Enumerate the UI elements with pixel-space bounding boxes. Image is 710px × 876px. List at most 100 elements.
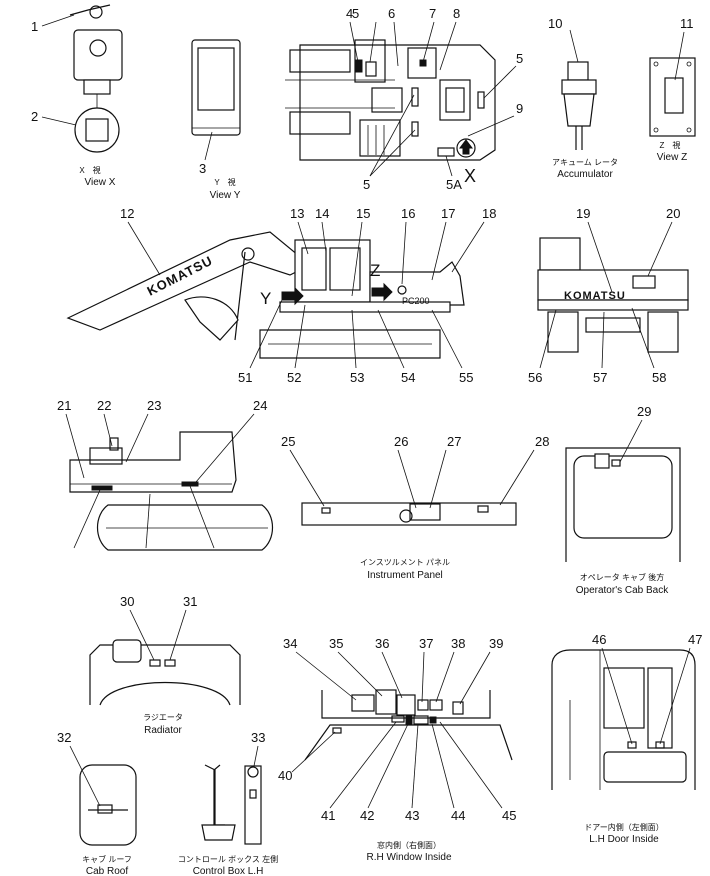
callout-41: 41 [321,721,397,823]
callout-5-right: 5 [483,51,523,99]
callout-24: 24 [195,398,267,483]
excavator-side-view [66,231,465,359]
callout-5a: 5A [445,155,462,192]
view-letter-x: X [464,166,476,186]
svg-text:40: 40 [278,768,292,783]
callout-6: 6 [388,6,399,67]
control-box-caption: Control Box L.H [193,866,264,876]
svg-text:35: 35 [329,636,343,651]
svg-text:1: 1 [31,19,38,34]
view-y-drawing [191,39,241,136]
cab-roof-caption: Cab Roof [86,866,128,876]
callout-36: 36 [375,636,403,699]
cab-back-caption-jp: オペレータ キャブ 後方 [580,572,664,582]
callout-57 [145,493,151,549]
callout-25: 25 [281,434,325,507]
svg-text:8: 8 [453,6,460,21]
svg-text:15: 15 [356,206,370,221]
callout-47: 47 [659,632,702,745]
svg-text:33: 33 [251,730,265,745]
svg-text:57: 57 [593,370,607,385]
callout-37: 37 [419,636,433,703]
view-x-caption: View X [85,177,116,188]
accumulator-drawing [561,61,597,150]
callout-50: 53 [350,309,364,385]
callout-8: 8 [439,6,460,71]
callout-9: 9 [467,101,523,137]
svg-text:47: 47 [688,632,702,647]
callout-40: 40 [278,731,336,783]
callout-39: 39 [459,636,503,705]
svg-text:37: 37 [419,636,433,651]
callout-44: 44 [431,723,465,823]
svg-text:3: 3 [199,161,206,176]
callout-12: 12 [120,206,161,276]
cab-roof-caption-jp: キャブ ルーフ [82,854,132,864]
view-z-drawing [649,57,696,137]
view-y-caption: View Y [210,190,241,201]
callout-4: 4 [346,6,359,63]
svg-text:46: 46 [592,632,606,647]
callout-26: 26 [394,434,417,509]
svg-text:38: 38 [451,636,465,651]
svg-text:36: 36 [375,636,389,651]
radiator-caption: Radiator [144,725,182,736]
callout-46: 46 [592,632,633,745]
svg-text:45: 45 [502,808,516,823]
accumulator-caption-jp: アキューム レータ [552,158,618,167]
callout-11: 11 [674,16,694,81]
lh-side-view-drawing [69,431,274,551]
view-z-caption-jp: Z 視 [660,141,681,150]
view-letter-y: Y [260,289,271,308]
svg-text:55: 55 [459,370,473,385]
lh-door-caption: L.H Door Inside [589,834,659,845]
svg-text:52: 52 [287,370,301,385]
svg-text:23: 23 [147,398,161,413]
control-box-drawing [201,764,262,845]
svg-text:51: 51 [238,370,252,385]
callout-42: 42 [360,723,409,823]
callout-5: 5 [352,6,377,63]
model-decal: PC200 [402,296,430,306]
svg-text:21: 21 [57,398,71,413]
svg-text:5: 5 [516,51,523,66]
svg-text:19: 19 [576,206,590,221]
view-x-drawing [69,4,123,153]
callout-27: 27 [429,434,461,509]
svg-text:22: 22 [97,398,111,413]
svg-text:7: 7 [429,6,436,21]
cab-back-drawing [565,447,681,562]
svg-text:5: 5 [352,6,359,21]
svg-text:26: 26 [394,434,408,449]
svg-text:29: 29 [637,404,651,419]
callout-43: 43 [405,723,419,823]
svg-text:58: 58 [652,370,666,385]
svg-text:44: 44 [451,808,465,823]
callout-16: 16 [401,206,415,285]
view-z-caption: View Z [657,152,687,163]
svg-text:43: 43 [405,808,419,823]
svg-text:42: 42 [360,808,374,823]
callout-10: 10 [548,16,579,63]
svg-text:5A: 5A [446,177,462,192]
svg-text:56: 56 [528,370,542,385]
svg-text:32: 32 [57,730,71,745]
rh-window-caption-jp: 窓内側（右側面） [377,840,441,850]
control-box-caption-jp: コントロール ボックス 左側 [178,854,278,864]
callout-30: 30 [120,594,155,661]
svg-text:12: 12 [120,206,134,221]
lh-door-drawing [551,649,696,790]
callout-21: 21 [57,398,85,479]
svg-text:20: 20 [666,206,680,221]
rear-brand-decal: KOMATSU [564,290,626,302]
lh-door-caption-jp: ドアー内側（左側面） [584,822,664,832]
svg-text:25: 25 [281,434,295,449]
rear-view-drawing [537,237,689,353]
callout-48: 51 [238,299,283,385]
callout-32: 32 [57,730,101,807]
svg-text:41: 41 [321,808,335,823]
callout-31: 31 [169,594,197,661]
svg-text:31: 31 [183,594,197,609]
svg-text:13: 13 [290,206,304,221]
